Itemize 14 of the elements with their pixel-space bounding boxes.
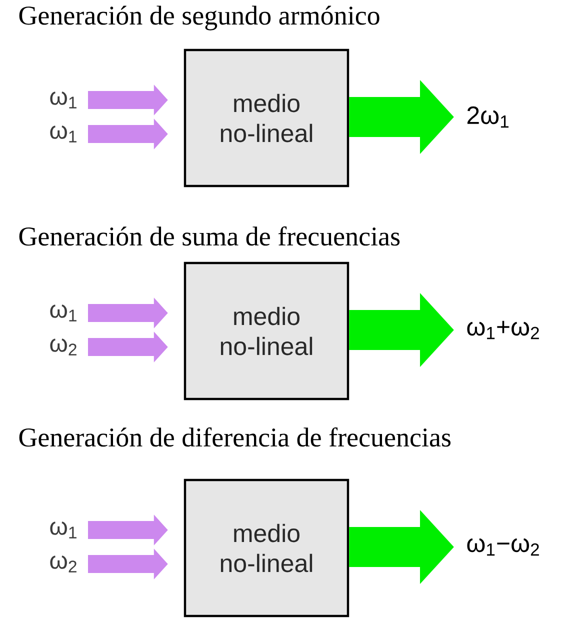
frequency-label: ω$_{1}$ xyxy=(50,126,76,142)
frequency-label: ω$_{1}$ xyxy=(50,522,76,538)
frequency-label: ω$_{2}$ xyxy=(50,338,76,356)
process-box: medio no-lineal xyxy=(184,478,350,618)
heading: Generación de suma de frecuencias xyxy=(19,226,400,246)
frequency-label: ω$_{2}$ xyxy=(50,556,76,572)
frequency-label: ω$_{1}$+ω$_{2}$ xyxy=(467,320,539,340)
frequency-label: 2ω$_{1}$ xyxy=(467,106,508,128)
process-box: medio no-lineal xyxy=(184,48,350,188)
heading: Generación de diferencia de frecuencias xyxy=(19,427,451,447)
frequency-label: ω$_{1}$ xyxy=(50,92,76,108)
frequency-label: ω$_{1}$−ω$_{2}$ xyxy=(467,538,539,556)
process-box: medio no-lineal xyxy=(184,262,350,400)
frequency-label: ω$_{1}$ xyxy=(50,304,76,322)
